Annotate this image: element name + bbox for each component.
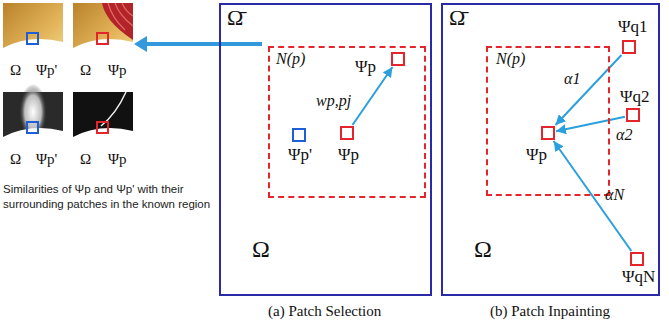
region-symbol: Ω̄: [227, 6, 243, 30]
neighborhood-window: N(p)ΨpΨp'Ψp: [268, 46, 426, 198]
patch-square: Ψp: [391, 52, 405, 66]
region-outline: [230, 130, 426, 292]
weight-label: α1: [564, 70, 580, 88]
patch-square: Ψp': [292, 128, 306, 142]
region-symbol: Ω̄: [449, 6, 465, 30]
subfigure-caption: (a) Patch Selection: [268, 303, 381, 320]
thumbnail-image: [73, 3, 133, 61]
patch-label: Ψp': [288, 146, 312, 165]
region-outline: [453, 131, 641, 291]
patch-label: Ψq1: [618, 18, 648, 37]
neighborhood-window: N(p) Ψp: [486, 46, 610, 196]
thumbnail-image: [3, 3, 63, 61]
thumbnail-label: Ψp': [36, 62, 57, 79]
figure-panel: Ω̄ Ω N(p) Ψp Ψq1Ψq2ΨqN: [441, 3, 660, 296]
region-symbol: Ω: [252, 236, 270, 262]
patch-label: Ψp: [355, 58, 376, 77]
weight-arrow: [554, 141, 632, 251]
region-outline: [231, 131, 425, 291]
weight-label: wp,pj: [316, 92, 351, 110]
figure-panel: Ω̄ΩN(p)ΨpΨp'Ψp: [219, 3, 432, 296]
patch-label: Ψp: [338, 146, 359, 165]
window-label: N(p): [276, 50, 305, 68]
subfigure-caption: (b) Patch Inpainting: [490, 303, 610, 320]
weight-arrow: [556, 55, 622, 125]
thumbnail-label: Ψp: [108, 62, 127, 79]
patch-square: Ψp: [340, 126, 354, 140]
thumbnail-image: [3, 84, 63, 150]
patch-label: Ψq2: [620, 88, 650, 107]
thumbnail-label: Ω: [10, 151, 21, 168]
weight-arrow: [556, 117, 625, 132]
patch-label: Ψp: [526, 146, 547, 165]
thumbnail-label: Ω: [80, 62, 91, 79]
weight-label: αN: [605, 186, 624, 204]
patch-square: ΨqN: [630, 252, 644, 266]
unknown-region: Ω: [230, 130, 426, 292]
patch-square: Ψq1: [622, 40, 636, 54]
thumbnail-label: Ω: [80, 151, 91, 168]
thumbnail-label: Ψp': [36, 151, 57, 168]
thumbnail-label: Ω: [10, 62, 21, 79]
weight-label: α2: [616, 126, 632, 144]
region-symbol: Ω: [474, 236, 492, 262]
patch-label: ΨqN: [622, 268, 655, 287]
window-label: N(p): [496, 50, 525, 68]
figure-note: Similarities of Ψp and Ψp' with their su…: [3, 182, 217, 212]
patch-square: Ψq2: [626, 108, 640, 122]
thumbnail-label: Ψp: [108, 151, 127, 168]
pointer-arrow: [134, 36, 262, 52]
thumbnail-image: [73, 92, 133, 150]
patch-square: Ψp: [541, 126, 555, 140]
